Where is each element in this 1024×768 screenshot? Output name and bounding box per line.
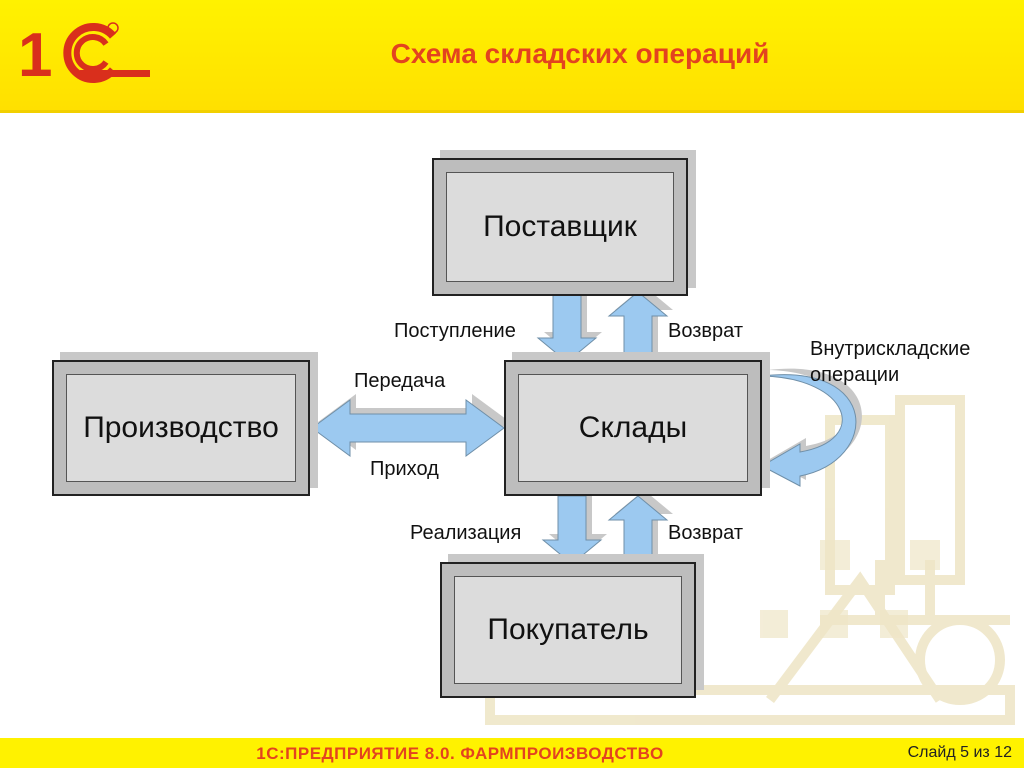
- edge-label-transfer: Передача: [354, 370, 446, 392]
- footer-product-name: 1С:ПРЕДПРИЯТИЕ 8.0. ФАРМПРОИЗВОДСТВО: [256, 744, 664, 763]
- arrow-internal-operations: [760, 368, 862, 487]
- node-production-label: Производство: [83, 411, 279, 444]
- arrow-receipt: [536, 286, 602, 363]
- node-inner: Поставщик: [446, 172, 674, 282]
- arrow-sale: [541, 490, 607, 565]
- edge-label-sale: Реализация: [410, 522, 522, 544]
- node-supplier-label: Поставщик: [483, 210, 637, 243]
- header-band: [0, 0, 1024, 110]
- node-inner: Склады: [518, 374, 748, 482]
- edge-label-receipt: Поступление: [394, 320, 516, 342]
- header-divider: [0, 110, 1024, 113]
- node-inner: Производство: [66, 374, 296, 482]
- arrow-return-from-customer: [607, 490, 673, 563]
- footer-band: [0, 738, 1024, 768]
- edge-label-income: Приход: [370, 458, 439, 480]
- slide-counter: Слайд 5 из 12: [907, 744, 1012, 761]
- edge-label-internal-ops-line2: операции: [810, 364, 900, 386]
- svg-text:1: 1: [18, 21, 52, 88]
- node-inner: Покупатель: [454, 576, 682, 684]
- arrow-transfer-income: [311, 394, 510, 457]
- 1c-logo-icon: 1: [18, 21, 150, 88]
- edge-label-internal-ops-line1: Внутрискладские: [810, 338, 971, 360]
- edge-label-return-to-supplier: Возврат: [668, 320, 743, 342]
- edge-label-return-from-customer: Возврат: [668, 522, 743, 544]
- flow-arrows: [311, 286, 862, 565]
- slide-title: Схема складских операций: [390, 38, 770, 69]
- node-warehouses-label: Склады: [578, 411, 688, 444]
- node-supplier: Поставщик: [432, 150, 696, 296]
- arrow-return-to-supplier: [607, 286, 673, 361]
- node-warehouses: Склады: [504, 352, 770, 496]
- node-customer-label: Покупатель: [487, 613, 649, 646]
- node-production: Производство: [52, 352, 318, 496]
- node-customer: Покупатель: [440, 554, 704, 698]
